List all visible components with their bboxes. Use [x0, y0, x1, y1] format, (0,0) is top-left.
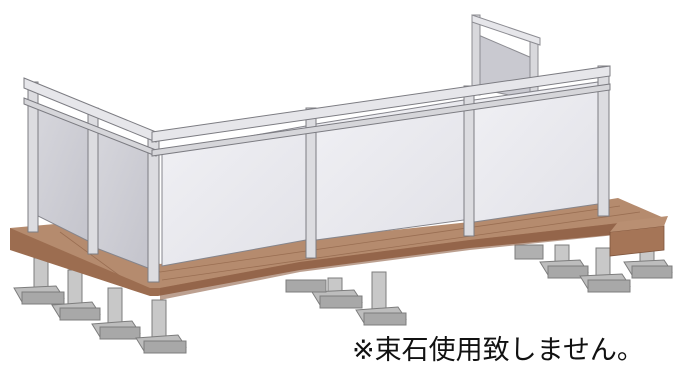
caption-text: ※束石使用致しません。 — [352, 335, 644, 366]
front-fence-panels — [161, 81, 599, 267]
top-rails — [23, 65, 611, 157]
fence-posts — [27, 65, 610, 283]
caption-backdrop — [340, 334, 680, 365]
